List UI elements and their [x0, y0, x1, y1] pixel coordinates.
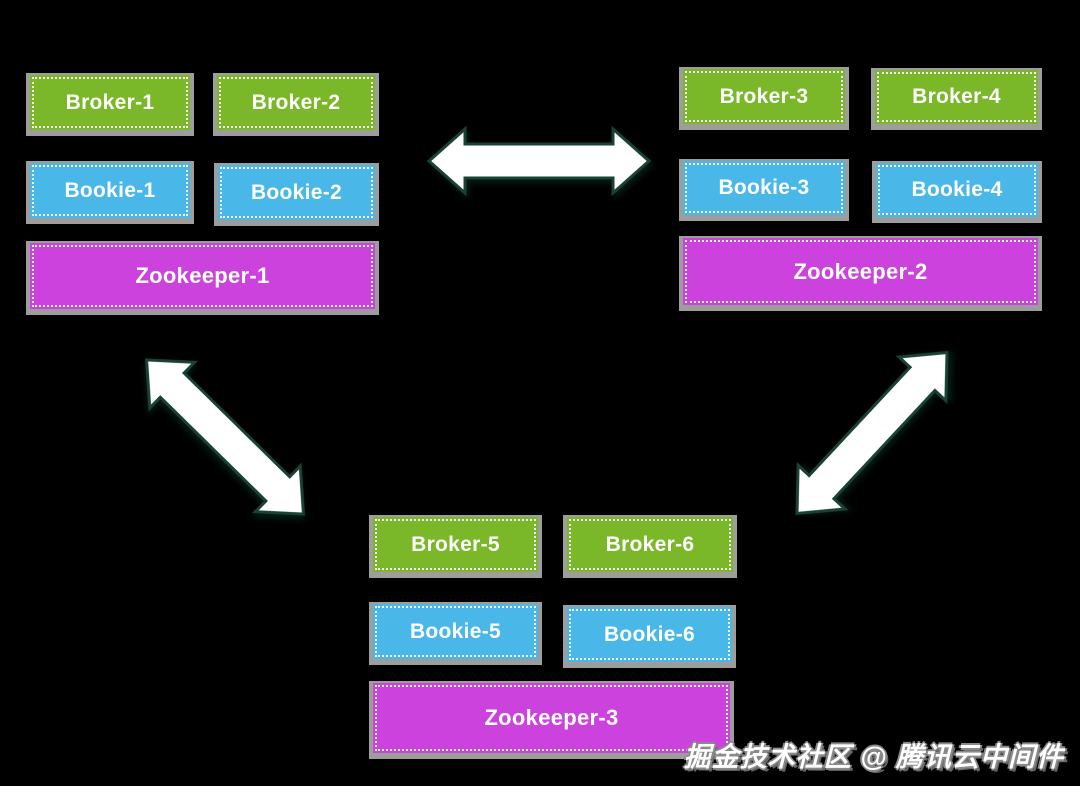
broker-2-label: Broker-2: [251, 90, 341, 114]
broker-3-label: Broker-3: [719, 84, 809, 108]
bookie-5-box: Bookie-5: [373, 604, 538, 659]
bookie-1-label: Bookie-1: [64, 178, 156, 202]
broker-5-box: Broker-5: [373, 517, 538, 572]
bookie-3-label: Bookie-3: [718, 176, 810, 199]
broker-1-label: Broker-1: [65, 90, 155, 114]
broker-6-box: Broker-6: [567, 517, 733, 572]
zookeeper-3-box: Zookeeper-3: [373, 683, 730, 753]
zookeeper-1-box: Zookeeper-1: [30, 243, 375, 309]
zookeeper-2-label: Zookeeper-2: [793, 258, 928, 284]
broker-4-label: Broker-4: [912, 85, 1001, 108]
broker-3-box: Broker-3: [683, 69, 845, 124]
zookeeper-2-box: Zookeeper-2: [683, 238, 1038, 305]
bookie-1-box: Bookie-1: [30, 163, 190, 218]
bookie-5-label: Bookie-5: [409, 619, 502, 643]
double-arrow-cluster1-cluster2-icon: [426, 125, 652, 197]
broker-4-box: Broker-4: [875, 70, 1038, 124]
broker-2-box: Broker-2: [217, 75, 375, 130]
double-arrow-cluster2-cluster3-icon: [795, 350, 949, 516]
zookeeper-1-label: Zookeeper-1: [135, 263, 270, 288]
double-arrow-shape: [144, 358, 306, 516]
bookie-3-box: Bookie-3: [683, 161, 845, 215]
double-arrow-shape: [795, 350, 949, 516]
broker-1-box: Broker-1: [30, 75, 190, 130]
double-arrow-shape: [426, 125, 652, 197]
bookie-6-label: Bookie-6: [603, 622, 696, 646]
zookeeper-3-label: Zookeeper-3: [484, 705, 619, 730]
broker-6-label: Broker-6: [605, 532, 695, 556]
bookie-4-box: Bookie-4: [876, 163, 1038, 217]
bookie-4-label: Bookie-4: [911, 178, 1003, 201]
bookie-2-box: Bookie-2: [218, 165, 375, 220]
double-arrow-cluster1-cluster3-icon: [144, 358, 306, 516]
watermark-text: 掘金技术社区 @ 腾讯云中间件: [683, 742, 1064, 772]
bookie-2-label: Bookie-2: [250, 180, 343, 204]
broker-5-label: Broker-5: [411, 532, 500, 556]
bookie-6-box: Bookie-6: [567, 607, 732, 662]
